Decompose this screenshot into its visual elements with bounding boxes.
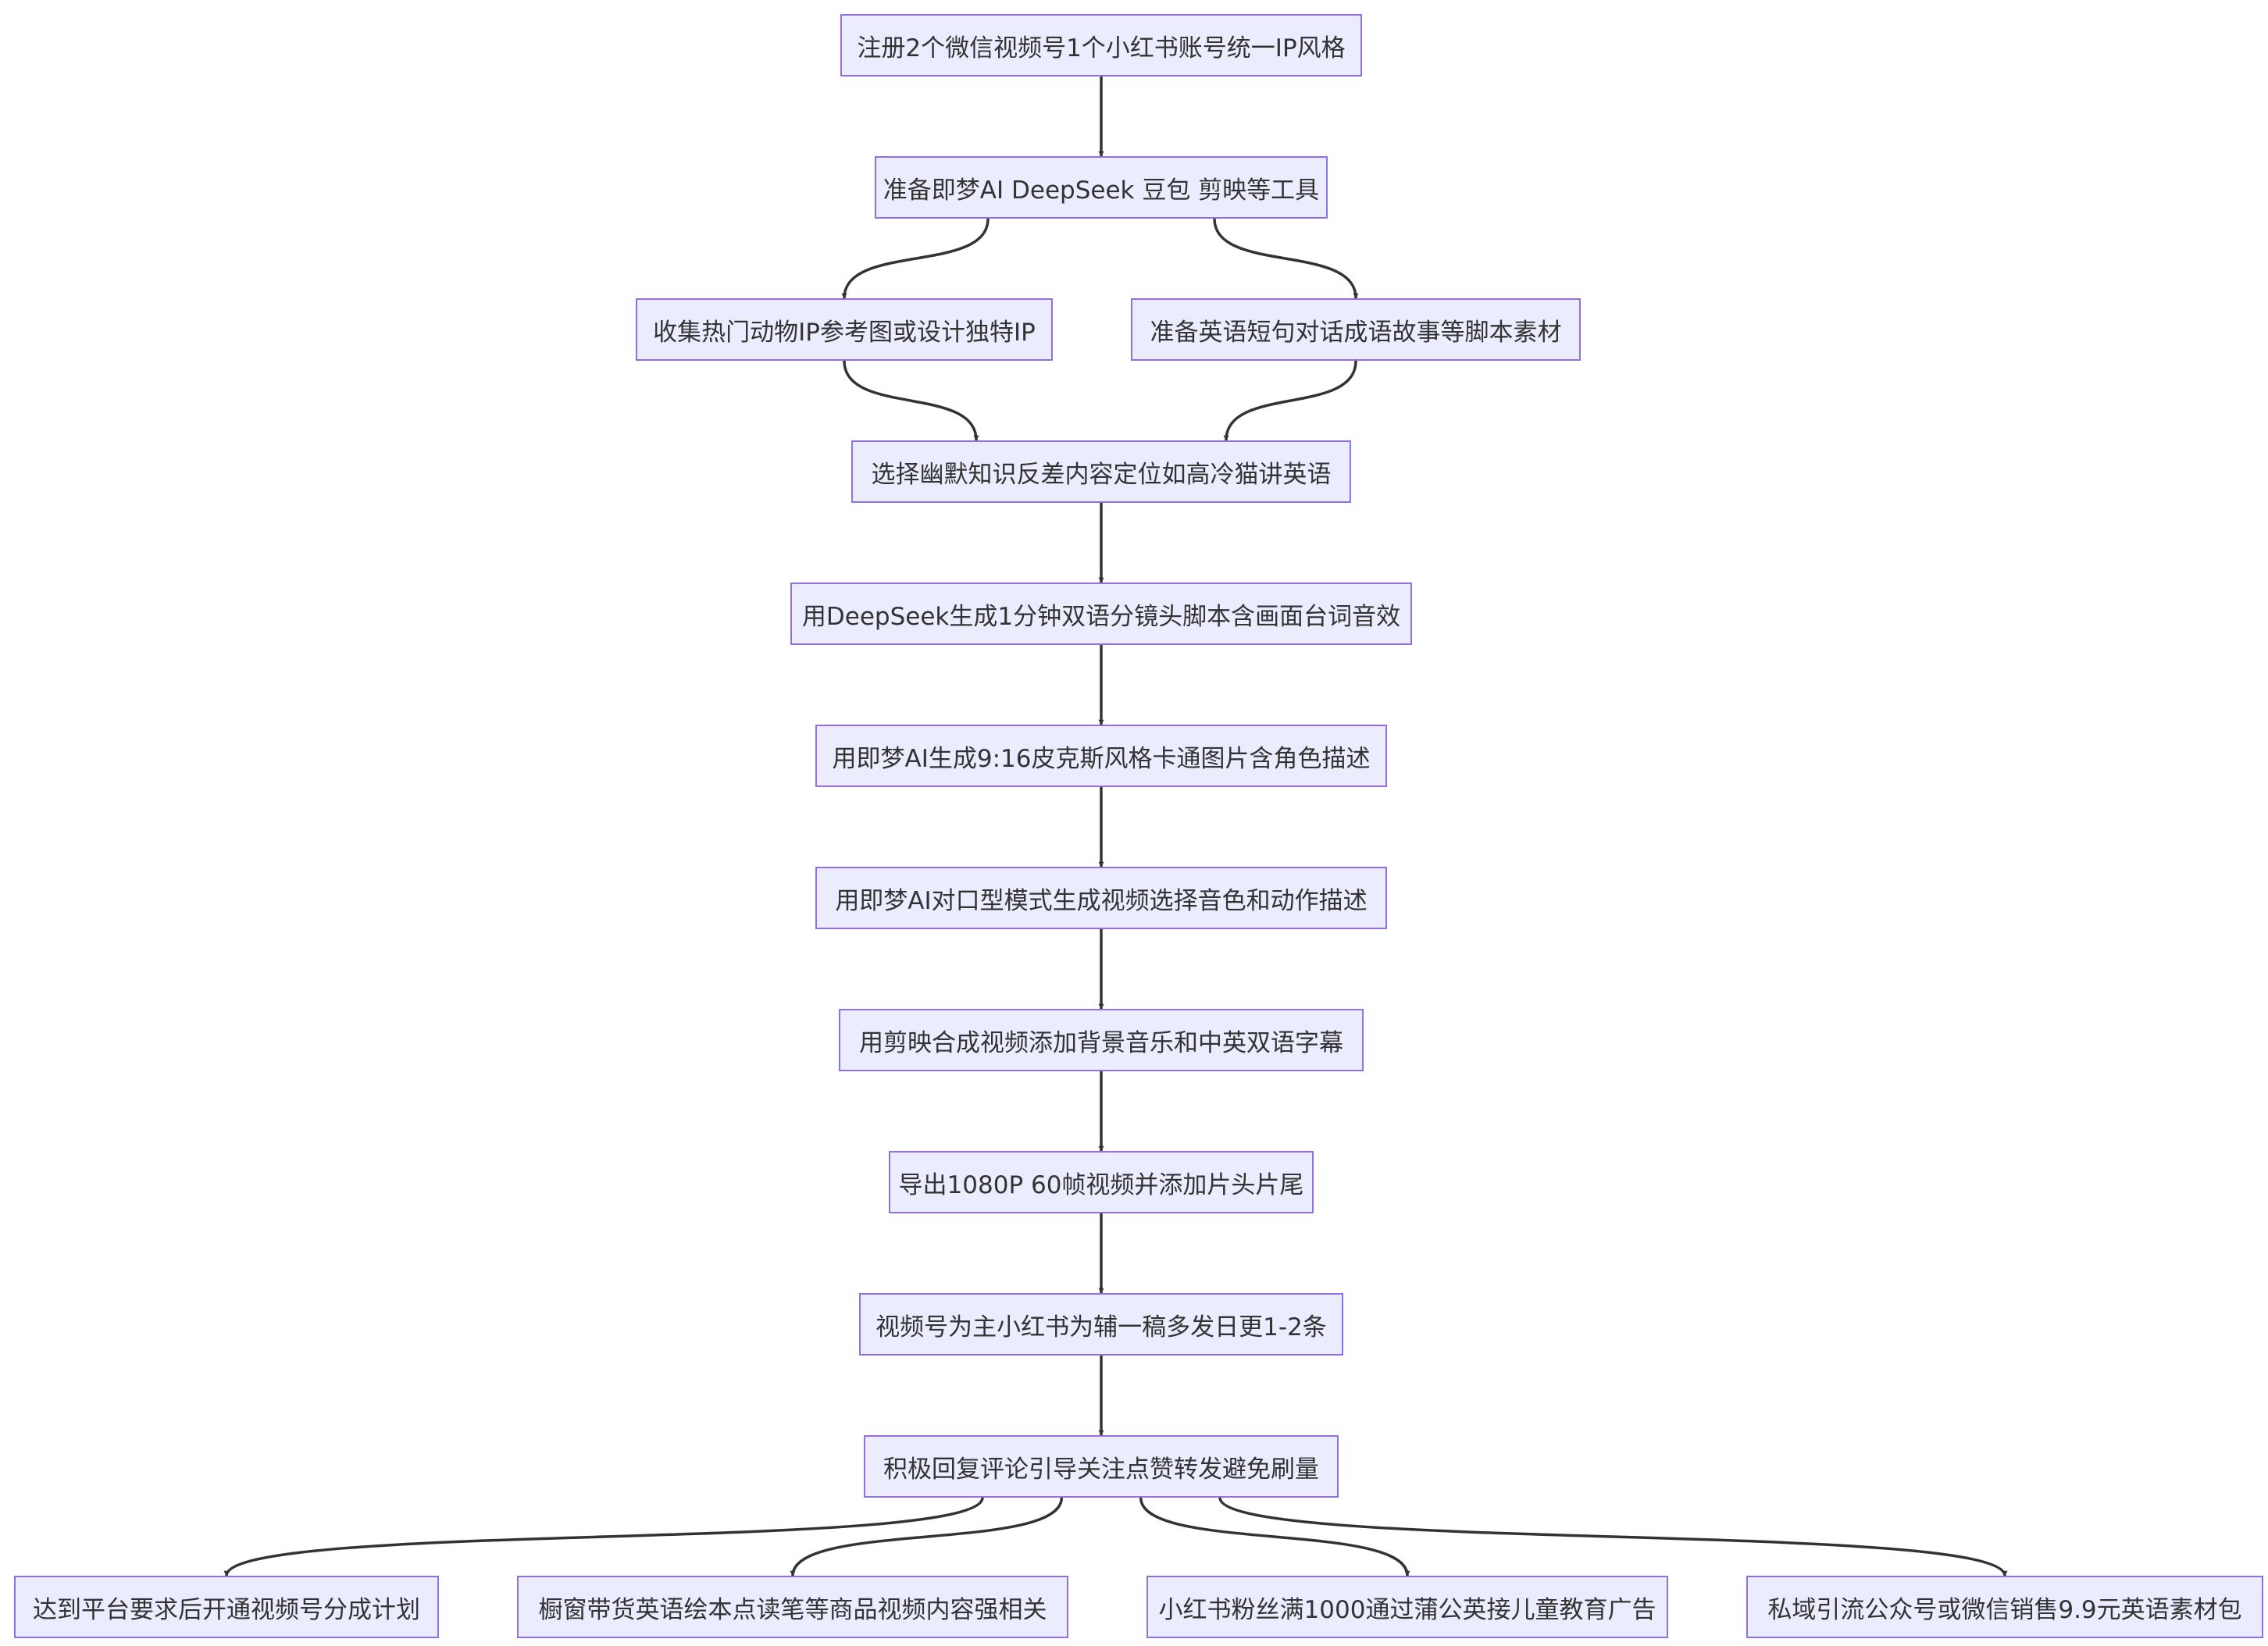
node-choose-content-positioning: 选择幽默知识反差内容定位如高冷猫讲英语 (851, 440, 1351, 503)
node-edit-video: 用剪映合成视频添加背景音乐和中英双语字幕 (839, 1009, 1364, 1071)
edge-n12-to-n13 (223, 1497, 984, 1577)
node-engage-comments: 积极回复评论引导关注点赞转发避免刷量 (864, 1435, 1339, 1498)
node-generate-video: 用即梦AI对口型模式生成视频选择音色和动作描述 (815, 867, 1387, 929)
edge-n3-to-n5 (843, 360, 979, 441)
node-generate-script: 用DeepSeek生成1分钟双语分镜头脚本含画面台词音效 (790, 583, 1412, 645)
edge-n12-to-n16 (1218, 1497, 2008, 1577)
node-monetize-showcase: 橱窗带货英语绘本点读笔等商品视频内容强相关 (517, 1576, 1068, 1638)
node-monetize-revenue-share: 达到平台要求后开通视频号分成计划 (14, 1576, 439, 1638)
edge-n2-to-n3 (841, 218, 990, 299)
node-collect-ip-references: 收集热门动物IP参考图或设计独特IP (636, 298, 1053, 361)
edge-n12-to-n14 (790, 1497, 1064, 1577)
node-register-accounts: 注册2个微信视频号1个小红书账号统一IP风格 (840, 14, 1362, 77)
edge-n4-to-n5 (1223, 360, 1357, 441)
node-monetize-ads: 小红书粉丝满1000通过蒲公英接儿童教育广告 (1146, 1576, 1668, 1638)
edge-n2-to-n4 (1213, 218, 1359, 299)
node-publish-schedule: 视频号为主小红书为辅一稿多发日更1-2条 (859, 1293, 1343, 1356)
node-prepare-script-materials: 准备英语短句对话成语故事等脚本素材 (1131, 298, 1581, 361)
node-generate-images: 用即梦AI生成9:16皮克斯风格卡通图片含角色描述 (815, 725, 1387, 787)
node-monetize-private-traffic: 私域引流公众号或微信销售9.9元英语素材包 (1746, 1576, 2263, 1638)
node-export-video: 导出1080P 60帧视频并添加片头片尾 (889, 1151, 1314, 1213)
node-prepare-tools: 准备即梦AI DeepSeek 豆包 剪映等工具 (875, 156, 1328, 219)
edge-n12-to-n15 (1139, 1497, 1410, 1577)
